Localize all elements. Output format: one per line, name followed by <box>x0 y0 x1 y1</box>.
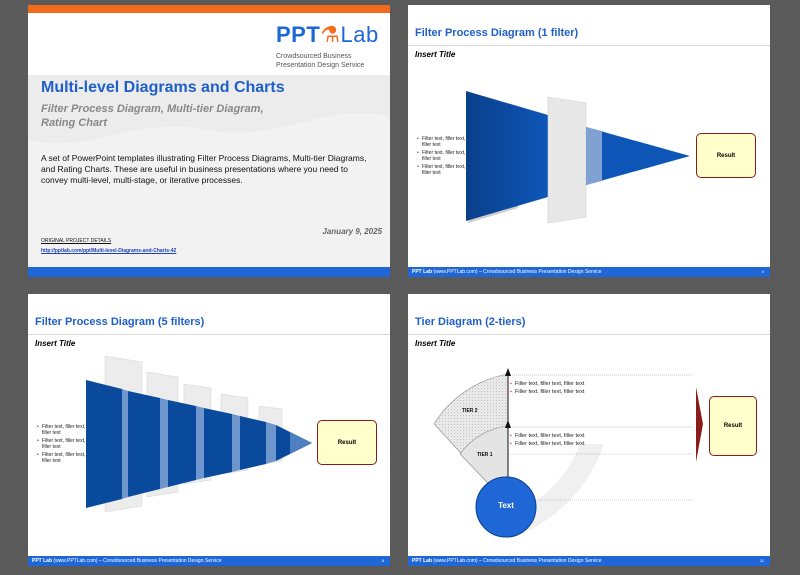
footer-brand: PPT Lab <box>412 269 433 275</box>
slide-thumbnail-3[interactable]: Filter Process Diagram (5 filters) Inser… <box>28 294 390 566</box>
result-box: Result <box>709 396 757 456</box>
beam-segment-4 <box>204 408 232 478</box>
beam-segment-3 <box>168 400 196 487</box>
bullet-item: Filter text, filler text, filler text <box>37 452 87 464</box>
page-number: 4 <box>761 269 764 274</box>
logo-tagline: Crowdsourced Business Presentation Desig… <box>276 52 364 70</box>
subtitle-line1: Filter Process Diagram, Multi-tier Diagr… <box>41 103 264 115</box>
bullet-item: Filter text, filler text, filler text <box>37 438 87 450</box>
title-wave-background <box>28 75 390 267</box>
single-filter-diagram <box>466 91 690 224</box>
tier-1-label: TIER 1 <box>477 452 493 458</box>
subtitle-line2: Rating Chart <box>41 117 107 129</box>
result-arrow <box>696 387 703 462</box>
project-link[interactable]: http://pptlab.com/ppt/Multi-level-Diagra… <box>41 248 177 254</box>
slide-footer: PPT Lab (www.PPTLab.com) – Crowdsourced … <box>28 556 390 566</box>
flask-icon: ⚗ <box>320 22 341 47</box>
center-circle <box>475 476 537 538</box>
input-bullets: Filter text, filler text, filler text Fi… <box>37 424 87 466</box>
slide-footer: PPT Lab (www.PPTLab.com) – Crowdsourced … <box>408 267 770 277</box>
bullet-item: Filter text, filler text, filler text <box>417 150 467 162</box>
bottom-blue-bar <box>28 267 390 277</box>
logo-ppt-text: PPT <box>276 22 321 47</box>
input-bullets: Filter text, filler text, filler text Fi… <box>417 136 467 178</box>
result-box: Result <box>696 133 756 178</box>
deck-title: Multi-level Diagrams and Charts <box>41 79 285 96</box>
filtered-beam <box>586 127 690 185</box>
filter-panel <box>547 96 587 224</box>
tier-2-item: Filler text, filler text, filler text <box>510 380 584 388</box>
center-text: Text <box>498 501 514 510</box>
slide-thumbnail-2[interactable]: Filter Process Diagram (1 filter) Insert… <box>408 5 770 277</box>
title-rule <box>28 334 390 335</box>
deck-date: January 9, 2025 <box>322 227 382 236</box>
deck-description: A set of PowerPoint templates illustrati… <box>41 153 367 185</box>
beam-segment-1 <box>86 380 122 508</box>
footer-brand: PPT Lab <box>32 558 53 564</box>
footer-text: (www.PPTLab.com) – Crowdsourced Business… <box>432 558 602 564</box>
beam-segment-2 <box>128 391 160 497</box>
tier-1-items: Filler text, filler text, filler text Fi… <box>510 432 584 448</box>
title-rule <box>408 334 770 335</box>
top-orange-bar <box>28 5 390 13</box>
pptlab-logo: PPT⚗Lab <box>276 22 379 48</box>
tier-2-items: Filler text, filler text, filler text Fi… <box>510 380 584 396</box>
footer-text: (www.PPTLab.com) – Crowdsourced Business… <box>432 269 602 275</box>
five-filter-diagram <box>86 355 312 513</box>
insert-title: Insert Title <box>415 50 456 59</box>
logo-tagline-line2: Presentation Design Service <box>276 62 365 69</box>
tier-2-label: TIER 2 <box>462 408 478 414</box>
page-number: 8 <box>381 558 384 563</box>
tier-diagram <box>433 368 703 539</box>
beam-segment-5 <box>240 416 266 470</box>
footer-text: (www.PPTLab.com) – Crowdsourced Business… <box>52 558 222 564</box>
slide-title: Tier Diagram (2-tiers) <box>415 316 526 328</box>
bullet-item: Filter text, filler text, filler text <box>37 424 87 436</box>
insert-title: Insert Title <box>35 339 76 348</box>
slide-title: Filter Process Diagram (1 filter) <box>415 27 579 39</box>
slide-thumbnail-1[interactable]: PPT⚗Lab Crowdsourced Business Presentati… <box>28 5 390 277</box>
page-number: 11 <box>759 558 764 563</box>
insert-title: Insert Title <box>415 339 456 348</box>
project-details-label: ORIGINAL PROJECT DETAILS <box>41 238 112 244</box>
tier-2-item: Filler text, filler text, filler text <box>510 388 584 396</box>
input-funnel <box>466 91 548 221</box>
footer-brand: PPT Lab <box>412 558 433 564</box>
logo-lab-text: Lab <box>340 22 379 47</box>
tier-1-item: Filler text, filler text, filler text <box>510 440 584 448</box>
slide-footer: PPT Lab (www.PPTLab.com) – Crowdsourced … <box>408 556 770 566</box>
title-rule <box>408 45 770 46</box>
bullet-item: Filter text, filler text, filler text <box>417 164 467 176</box>
deck-subtitle: Filter Process Diagram, Multi-tier Diagr… <box>41 102 264 130</box>
slide-title: Filter Process Diagram (5 filters) <box>35 316 205 328</box>
logo-tagline-line1: Crowdsourced Business <box>276 53 352 60</box>
slide-thumbnail-4[interactable]: Tier Diagram (2-tiers) Insert Title <box>408 294 770 566</box>
tier-1-item: Filler text, filler text, filler text <box>510 432 584 440</box>
result-box: Result <box>317 420 377 465</box>
bullet-item: Filter text, filler text, filler text <box>417 136 467 148</box>
